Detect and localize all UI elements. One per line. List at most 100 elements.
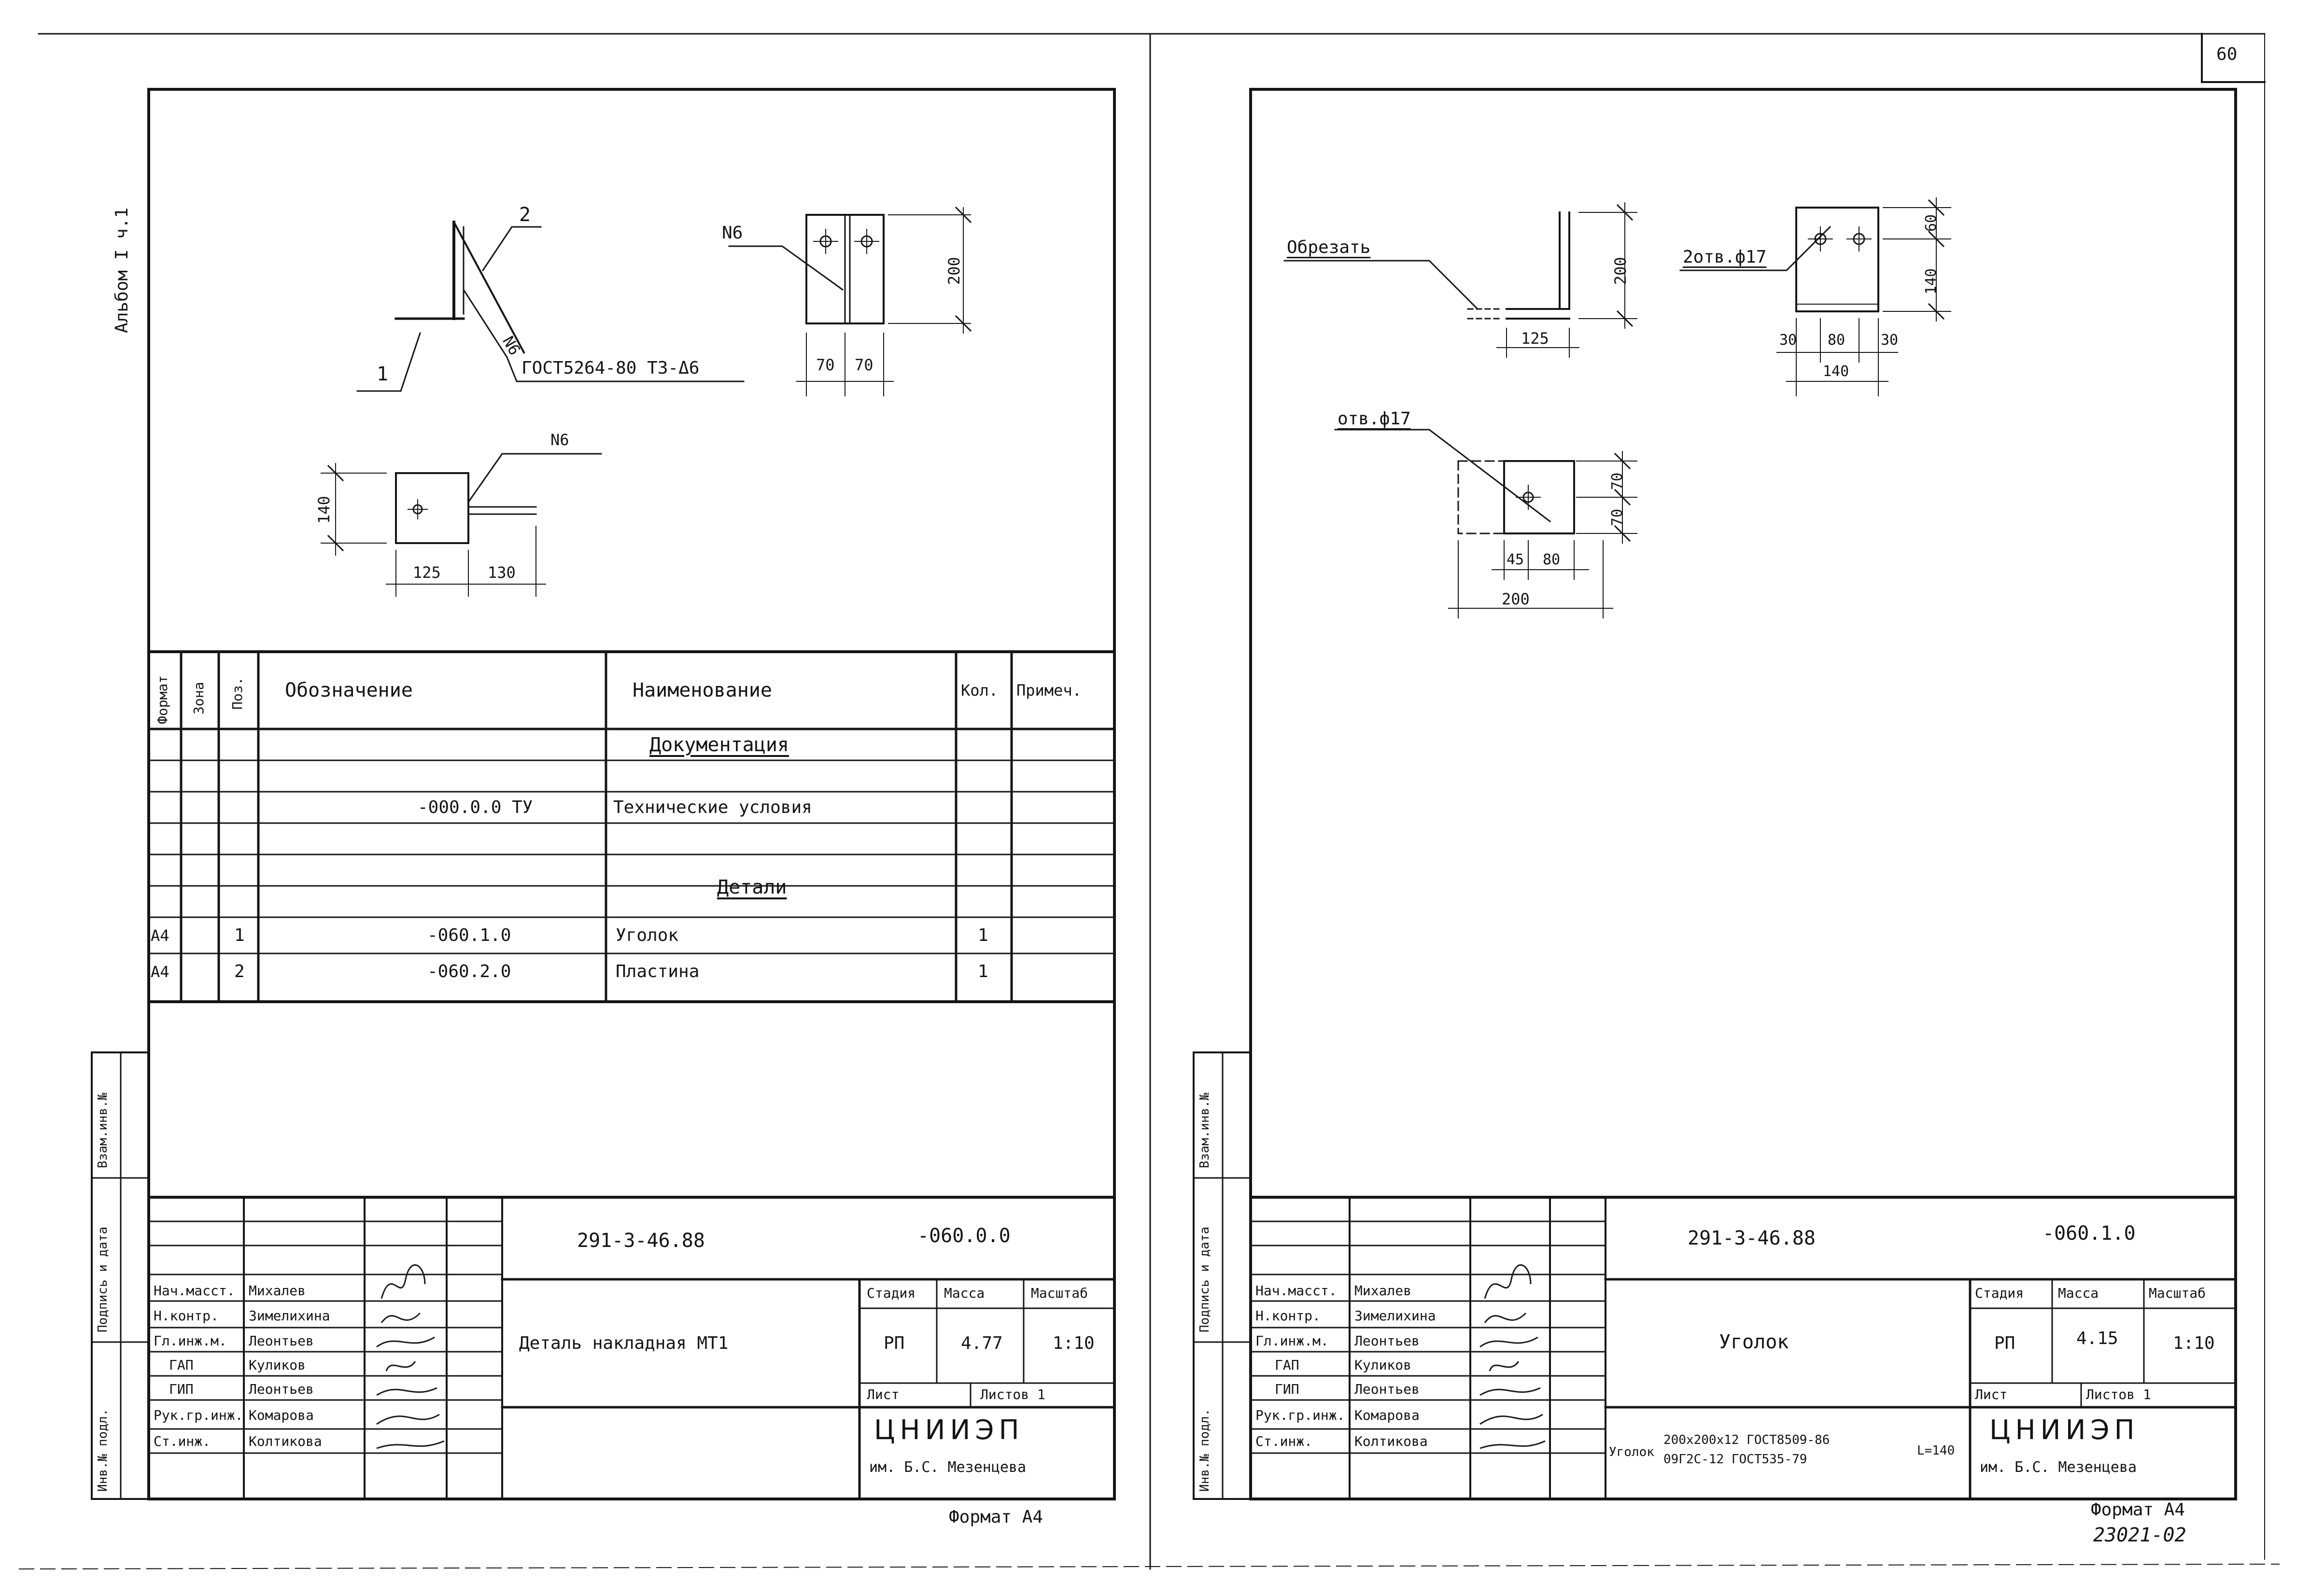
role-label: ГИП (1275, 1381, 1299, 1397)
dim-140-horizontal: 140 (1823, 363, 1849, 380)
role-label: Гл.инж.м. (154, 1333, 227, 1349)
dim-200-left: 200 (945, 257, 963, 285)
role-label: ГАП (1275, 1357, 1299, 1373)
dim-30-a: 30 (1779, 332, 1797, 349)
signer-name: Колтикова (249, 1433, 322, 1449)
stage-label: Стадия (867, 1285, 916, 1301)
drawing-title-right: Уголок (1719, 1331, 1789, 1353)
sheets-count-right: Листов 1 (2086, 1386, 2151, 1402)
document-code-right: -060.1.0 (2042, 1222, 2136, 1245)
scale-label-right: Масштаб (2149, 1285, 2206, 1301)
table-row-name: Технические условия (613, 798, 812, 817)
table-row-qty: 1 (978, 925, 988, 945)
dim-140-vertical: 140 (1923, 268, 1940, 294)
role-label: ГИП (169, 1381, 194, 1397)
table-row-designation: -060.2.0 (427, 962, 511, 981)
signer-name: Куликов (249, 1357, 306, 1373)
role-label: Н.контр. (154, 1308, 219, 1324)
scale-value: 1:10 (1053, 1333, 1095, 1353)
role-label: Рук.гр.инж. (1255, 1407, 1345, 1423)
dim-140-left: 140 (315, 496, 333, 524)
sheet-label: Лист (867, 1386, 900, 1402)
signer-name: Леонтьев (1354, 1333, 1420, 1349)
scale-label: Масштаб (1031, 1285, 1088, 1301)
col-header-note: Примеч. (1016, 681, 1082, 700)
dim-30-b: 30 (1881, 332, 1899, 349)
dim-45: 45 (1507, 551, 1524, 568)
dim-70-b: 70 (855, 356, 873, 374)
signer-name: Михалев (1354, 1283, 1412, 1299)
signature-date-label-right: Подпись и дата (1197, 1226, 1212, 1332)
table-row-name: Пластина (616, 962, 700, 981)
table-row-format: А4 (151, 926, 169, 945)
dim-200-lower: 200 (1502, 590, 1530, 608)
cut-off-note: Обрезать (1287, 238, 1371, 257)
col-header-pos: Поз. (229, 677, 245, 710)
document-code: -060.0.0 (917, 1225, 1011, 1247)
sheets-count: Листов 1 (980, 1386, 1045, 1402)
role-label: Ст.инж. (1255, 1433, 1313, 1449)
dim-80-lower: 80 (1543, 551, 1561, 568)
one-hole-note: отв.ф17 (1338, 409, 1411, 429)
format-label: Формат А4 (949, 1507, 1043, 1527)
inventory-original-label: Инв.№ подл. (96, 1408, 110, 1492)
signer-name: Леонтьев (1354, 1381, 1420, 1397)
dim-125-left: 125 (413, 563, 441, 582)
organization-subtitle-right: им. Б.С. Мезенцева (1980, 1459, 2137, 1476)
table-row-format: А4 (151, 962, 169, 981)
section-details: Детали (717, 876, 787, 898)
weld-n6-top: N6 (722, 223, 743, 243)
material-length: L=140 (1917, 1443, 1955, 1458)
gost-weld-note: ГОСТ5264-80 Т3-Δ6 (521, 358, 700, 378)
stage-value-right: РП (1994, 1333, 2015, 1353)
dim-70-lower: 70 (1609, 508, 1626, 526)
project-code: 291-3-46.88 (577, 1230, 705, 1252)
organization-logo-right: ЦНИИЭП (1989, 1414, 2140, 1446)
signature-date-label: Подпись и дата (96, 1226, 110, 1332)
table-row-designation: -000.0.0 ТУ (418, 798, 533, 817)
role-label: Нач.масст. (1255, 1283, 1337, 1299)
project-code-right: 291-3-46.88 (1688, 1227, 1816, 1249)
position-1-label: 1 (377, 363, 389, 385)
album-label: Альбом I ч.1 (112, 207, 132, 333)
table-row-pos: 1 (234, 925, 245, 945)
dim-70-upper: 70 (1609, 472, 1626, 490)
dim-125-right: 125 (1521, 329, 1549, 348)
organization-subtitle: им. Б.С. Мезенцева (869, 1459, 1027, 1476)
signer-name: Зимелихина (249, 1308, 330, 1324)
role-label: ГАП (169, 1357, 194, 1373)
inventory-original-label-right: Инв.№ подл. (1197, 1408, 1212, 1492)
role-label: Гл.инж.м. (1255, 1333, 1329, 1349)
dim-60: 60 (1923, 214, 1940, 232)
signer-name: Михалев (249, 1283, 306, 1299)
signer-name: Комарова (1354, 1407, 1420, 1423)
col-header-qty: Кол. (961, 681, 999, 700)
two-holes-note: 2отв.ф17 (1683, 247, 1767, 267)
archive-code: 23021-02 (2093, 1524, 2186, 1546)
role-label: Ст.инж. (154, 1433, 211, 1449)
organization-logo: ЦНИИЭП (874, 1414, 1024, 1446)
dim-200-right: 200 (1611, 257, 1630, 285)
col-header-format: Формат (155, 675, 170, 724)
table-row-qty: 1 (978, 962, 988, 981)
mass-label-right: Масса (2058, 1285, 2099, 1301)
stage-label-right: Стадия (1975, 1285, 2024, 1301)
replace-inventory-label: Взам.инв.№ (96, 1092, 110, 1168)
dim-130-left: 130 (488, 563, 516, 582)
mass-value-right: 4.15 (2076, 1329, 2118, 1348)
dim-80: 80 (1828, 332, 1845, 349)
mass-label: Масса (944, 1285, 985, 1301)
format-label-right: Формат А4 (2091, 1500, 2185, 1520)
signer-name: Колтикова (1354, 1433, 1428, 1449)
signer-name: Леонтьев (249, 1381, 314, 1397)
dim-70-a: 70 (816, 356, 835, 374)
signer-name: Комарова (249, 1407, 314, 1423)
scale-value-right: 1:10 (2173, 1333, 2215, 1353)
col-header-name: Наименование (633, 679, 772, 701)
col-header-zone: Зона (191, 682, 207, 714)
mass-value: 4.77 (961, 1333, 1003, 1353)
role-label: Н.контр. (1255, 1308, 1321, 1324)
signer-name: Леонтьев (249, 1333, 314, 1349)
section-documentation: Документация (649, 733, 789, 756)
position-2-label: 2 (519, 204, 531, 226)
